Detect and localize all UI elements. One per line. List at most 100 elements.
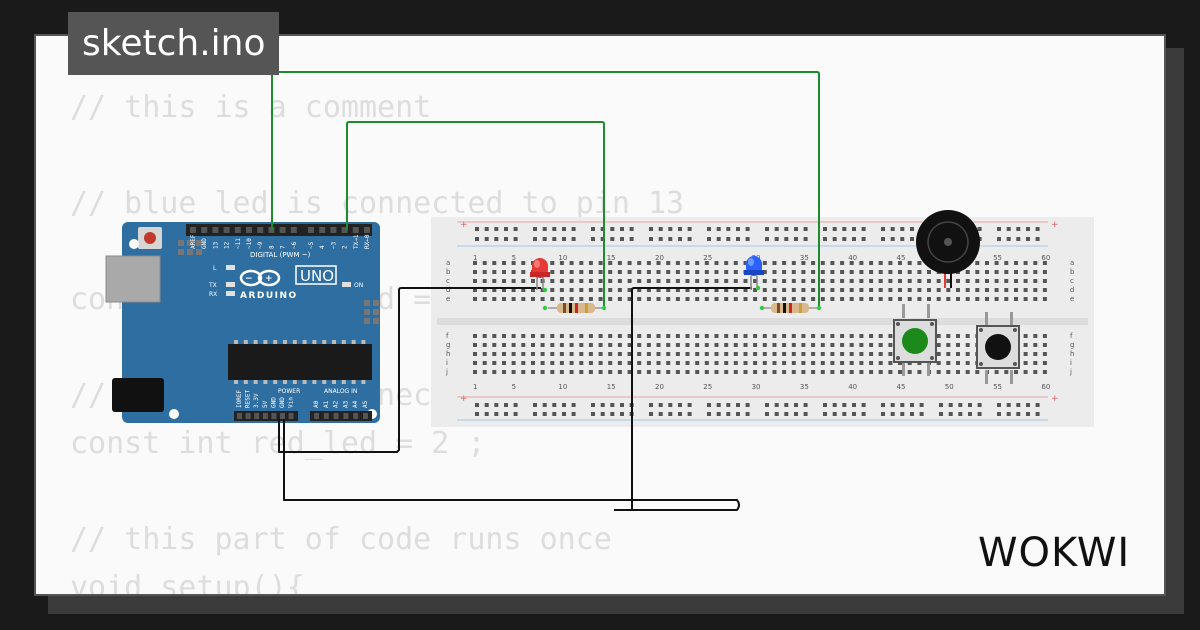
breadboard-hole [646, 370, 651, 374]
breadboard-hole [473, 297, 477, 301]
breadboard-hole [859, 270, 864, 274]
breadboard-hole [849, 297, 854, 301]
breadboard-hole [704, 279, 709, 283]
breadboard-hole [685, 270, 690, 274]
breadboard-hole [492, 334, 497, 338]
svg-text:+: + [265, 274, 273, 284]
breadboard-hole [617, 297, 622, 301]
breadboard-hole [588, 334, 593, 338]
breadboard-hole [666, 352, 671, 356]
breadboard-hole [907, 270, 912, 274]
breadboard-hole [627, 334, 632, 338]
blue-led[interactable] [744, 256, 764, 290]
column-number: 20 [655, 254, 664, 262]
breadboard-hole [830, 343, 835, 347]
rail-hole [726, 227, 731, 231]
rail-hole [678, 237, 682, 241]
breadboard-hole [588, 370, 593, 374]
chip-leg [312, 380, 317, 384]
row-label: g [1070, 341, 1074, 349]
chip-leg [312, 340, 317, 344]
breadboard-hole [598, 343, 603, 347]
rail-hole [832, 237, 837, 241]
breadboard-hole [956, 343, 960, 347]
rail-hole [794, 412, 798, 416]
breadboard-hole [540, 334, 545, 338]
breadboard-hole [762, 279, 767, 283]
digital-pin [364, 227, 370, 233]
breadboard-hole [540, 352, 545, 356]
breadboard-hole [569, 261, 574, 265]
breadboard-hole [840, 352, 845, 356]
breadboard-hole [521, 334, 526, 338]
rail-hole [678, 412, 682, 416]
breadboard-hole [473, 334, 477, 338]
chip-leg [273, 380, 278, 384]
breadboard-hole [985, 288, 989, 292]
breadboard-hole [772, 343, 777, 347]
breadboard-hole [540, 370, 545, 374]
breadboard-hole [859, 343, 864, 347]
breadboard-hole [743, 261, 748, 265]
breadboard-hole [994, 288, 999, 292]
column-number: 1 [473, 383, 477, 391]
breadboard-hole [1033, 334, 1038, 338]
breadboard-hole [598, 288, 603, 292]
rail-hole [475, 412, 479, 416]
breadboard-hole [830, 288, 835, 292]
breadboard-hole [666, 343, 671, 347]
breadboard-hole [559, 297, 564, 301]
breadboard-hole [675, 370, 680, 374]
breadboard-hole [559, 370, 564, 374]
breadboard-hole [666, 361, 671, 365]
breadboard-hole [675, 279, 680, 283]
rail-hole [678, 403, 682, 407]
breadboard-hole [521, 352, 526, 356]
red-led[interactable] [530, 258, 550, 290]
breadboard-hole [801, 297, 806, 301]
breadboard-hole [1023, 261, 1028, 265]
rail-hole [803, 227, 808, 231]
breadboard-hole [840, 334, 845, 338]
rail-hole [687, 237, 692, 241]
breadboard-hole [1014, 297, 1018, 301]
mount-hole [129, 239, 139, 249]
breadboard-hole [820, 352, 825, 356]
column-number: 20 [655, 383, 664, 391]
row-label: e [446, 295, 450, 303]
buzzer[interactable] [916, 210, 980, 288]
breadboard-hole [695, 334, 700, 338]
breadboard-hole [820, 334, 825, 338]
rail-hole [900, 227, 905, 231]
reset-button-cap [144, 232, 156, 244]
breadboard-hole [540, 361, 545, 365]
breadboard-hole [772, 297, 777, 301]
breadboard-hole [762, 334, 767, 338]
rail-hole [533, 237, 537, 241]
green-pushbutton[interactable] [893, 304, 937, 376]
rail-hole [707, 237, 711, 241]
breadboard-hole [733, 297, 738, 301]
resistor-1[interactable] [548, 303, 604, 313]
chip-leg [292, 380, 297, 384]
row-label: a [446, 259, 450, 267]
resistor-2[interactable] [762, 303, 819, 313]
breadboard-hole [666, 288, 671, 292]
rail-hole [494, 412, 499, 416]
rail-hole [745, 237, 750, 241]
breadboard-hole [627, 288, 632, 292]
breadboard-hole [869, 370, 874, 374]
black-pushbutton[interactable] [976, 312, 1020, 384]
breadboard-hole [820, 297, 825, 301]
breadboard-hole [743, 288, 748, 292]
breadboard-hole [782, 334, 787, 338]
breadboard-hole [1033, 361, 1038, 365]
rail-hole [997, 237, 1001, 241]
breadboard-hole [811, 270, 816, 274]
breadboard-hole [646, 361, 651, 365]
breadboard-hole [772, 334, 777, 338]
column-number: 45 [897, 254, 906, 262]
row-label: b [446, 268, 451, 276]
breadboard-hole [666, 334, 671, 338]
